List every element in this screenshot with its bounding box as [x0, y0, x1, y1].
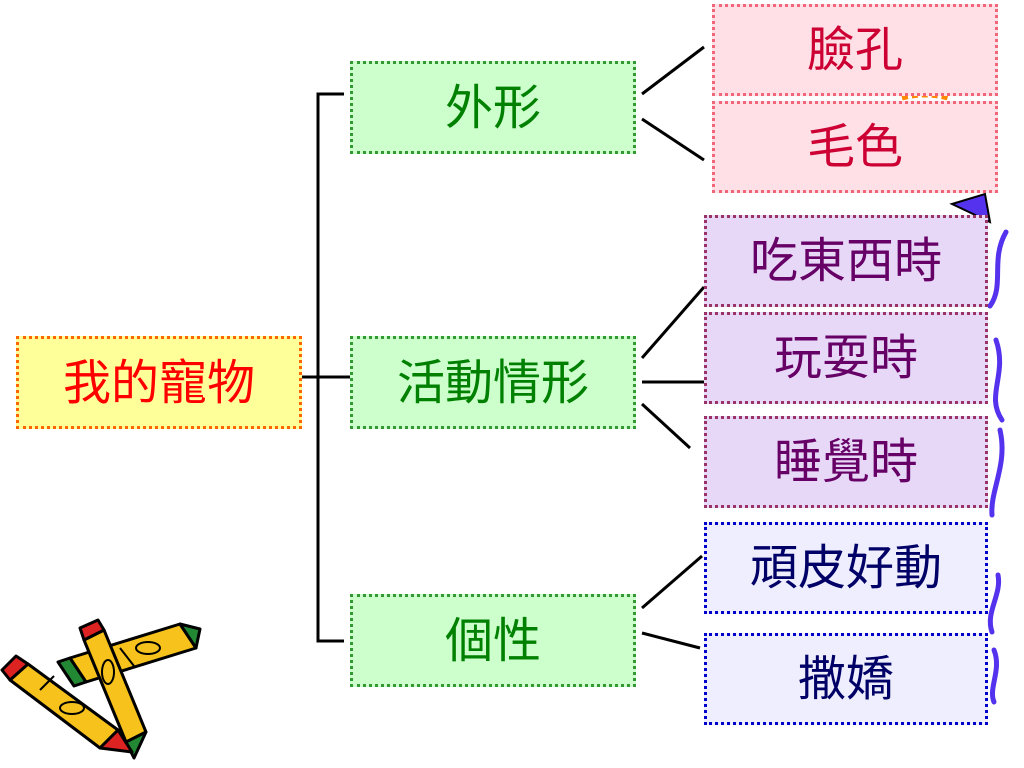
spine-bracket-line	[316, 92, 344, 643]
category-appearance: 外形	[350, 61, 636, 154]
link-personality-cuddly	[641, 631, 701, 650]
leaf-eating: 吃東西時	[704, 215, 988, 307]
leaf-naughty-active: 頑皮好動	[704, 522, 988, 614]
leaf-face: 臉孔	[712, 4, 998, 96]
link-appearance-fur	[641, 117, 705, 162]
leaf-sleeping: 睡覺時	[704, 416, 988, 508]
root-node-my-pet: 我的寵物	[16, 336, 302, 429]
category-personality: 個性	[350, 594, 636, 687]
link-activity-sleeping	[640, 402, 692, 450]
connector-lines	[302, 45, 712, 650]
leaf-cuddly: 撒嬌	[704, 633, 988, 725]
leaf-fur-color: 毛色	[712, 101, 998, 193]
brace-curl-decoration	[987, 229, 1009, 705]
link-appearance-face	[641, 45, 705, 96]
link-activity-eating	[640, 286, 706, 359]
category-activities: 活動情形	[350, 336, 636, 429]
crayons-icon	[0, 618, 202, 760]
link-personality-naughty	[641, 554, 703, 610]
leaf-playing: 玩耍時	[704, 312, 988, 404]
